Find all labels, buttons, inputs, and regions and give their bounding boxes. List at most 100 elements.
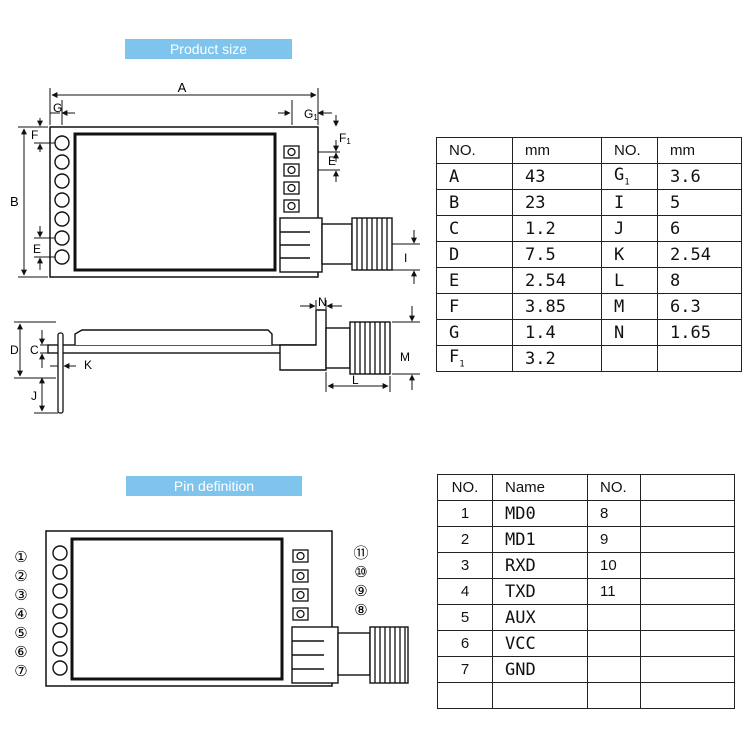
cell-mm: 43 bbox=[512, 163, 602, 190]
cell-no: 2 bbox=[437, 526, 493, 553]
cell-mm2: 1.65 bbox=[657, 319, 742, 346]
pin-table: NO. Name NO. 1 MD0 8 2 MD1 9 3 RXD 10 4 … bbox=[437, 474, 735, 709]
pin-marker-7: ⑦ bbox=[14, 663, 27, 680]
table-row: 1 MD0 8 bbox=[437, 500, 735, 527]
col-mm: mm bbox=[512, 137, 602, 164]
cell-no: B bbox=[436, 189, 513, 216]
cell-mm2: 2.54 bbox=[657, 241, 742, 268]
table-row: 6 VCC bbox=[437, 630, 735, 657]
table-row: C 1.2 J 6 bbox=[436, 215, 742, 242]
side-screen bbox=[74, 329, 273, 345]
table-row: 5 AUX bbox=[437, 604, 735, 631]
pin-marker-3: ③ bbox=[14, 587, 27, 604]
dim-L bbox=[325, 372, 391, 392]
table-row: A 43 G1 3.6 bbox=[436, 163, 742, 190]
dim-C bbox=[39, 330, 48, 368]
cell-no: 1 bbox=[437, 500, 493, 527]
table-row: E 2.54 L 8 bbox=[436, 267, 742, 294]
pin-marker-6: ⑥ bbox=[14, 644, 27, 661]
cell-no: 3 bbox=[437, 552, 493, 579]
cell-name: GND bbox=[492, 656, 588, 683]
cell-mm: 23 bbox=[512, 189, 602, 216]
cell-mm: 1.4 bbox=[512, 319, 602, 346]
cell-no2: K bbox=[601, 241, 658, 268]
label-B: B bbox=[10, 194, 19, 209]
cell-no2: 10 bbox=[587, 552, 641, 579]
col-no2: NO. bbox=[601, 137, 658, 164]
label-F1: F1 bbox=[339, 131, 351, 146]
col-name2 bbox=[640, 474, 735, 501]
cell-no: C bbox=[436, 215, 513, 242]
cell-mm: 3.85 bbox=[512, 293, 602, 320]
pin-right-pads bbox=[292, 549, 309, 621]
cell-name2 bbox=[640, 552, 735, 579]
label-G: G bbox=[53, 101, 62, 115]
cell-name: MD0 bbox=[492, 500, 588, 527]
dim-N bbox=[300, 300, 342, 309]
pin-marker-5: ⑤ bbox=[14, 625, 27, 642]
pin-marker-4: ④ bbox=[14, 606, 27, 623]
pin-marker-8: ⑧ bbox=[354, 602, 367, 619]
dim-J bbox=[34, 377, 58, 414]
cell-name2 bbox=[640, 578, 735, 605]
cell-name: RXD bbox=[492, 552, 588, 579]
cell-no: A bbox=[436, 163, 513, 190]
col-no: NO. bbox=[437, 474, 493, 501]
cell-no2: M bbox=[601, 293, 658, 320]
cell-no: F1 bbox=[436, 345, 513, 372]
cell-no: F bbox=[436, 293, 513, 320]
cell-no2: J bbox=[601, 215, 658, 242]
dim-F bbox=[34, 118, 55, 152]
cell-mm2: 5 bbox=[657, 189, 742, 216]
cell-mm: 1.2 bbox=[512, 215, 602, 242]
cell-no2 bbox=[587, 630, 641, 657]
dim-E-left bbox=[34, 226, 55, 270]
label-E-left: E bbox=[33, 242, 41, 256]
side-pin bbox=[57, 332, 64, 414]
cell-mm2: 8 bbox=[657, 267, 742, 294]
cell-mm: 2.54 bbox=[512, 267, 602, 294]
cell-no2: 8 bbox=[587, 500, 641, 527]
right-pin-pads bbox=[283, 145, 300, 213]
dim-E-right bbox=[318, 140, 340, 182]
product-size-banner: Product size bbox=[125, 39, 292, 59]
table-row: 7 GND bbox=[437, 656, 735, 683]
cell-name2 bbox=[640, 630, 735, 657]
table-row: 2 MD1 9 bbox=[437, 526, 735, 553]
cell-no2: I bbox=[601, 189, 658, 216]
antenna-thread bbox=[356, 218, 388, 270]
label-G1: G1 bbox=[304, 107, 318, 122]
pin-marker-2: ② bbox=[14, 568, 27, 585]
table-row: 4 TXD 11 bbox=[437, 578, 735, 605]
cell-mm: 3.2 bbox=[512, 345, 602, 372]
cell-name: MD1 bbox=[492, 526, 588, 553]
cell-mm2 bbox=[657, 345, 742, 372]
cell-name: AUX bbox=[492, 604, 588, 631]
cell-no: 4 bbox=[437, 578, 493, 605]
cell-no2: L bbox=[601, 267, 658, 294]
col-no: NO. bbox=[436, 137, 513, 164]
top-view-drawing: A G G1 B F E F1 E bbox=[10, 80, 420, 284]
table-row: F 3.85 M 6.3 bbox=[436, 293, 742, 320]
dim-B bbox=[18, 126, 48, 278]
left-pin-markers: ① ② ③ ④ ⑤ ⑥ ⑦ bbox=[14, 549, 27, 680]
label-J: J bbox=[31, 389, 37, 403]
cell-no2 bbox=[587, 656, 641, 683]
cell-mm2: 6 bbox=[657, 215, 742, 242]
cell-no2: G1 bbox=[601, 163, 658, 190]
label-A: A bbox=[178, 80, 187, 95]
pin-marker-9: ⑨ bbox=[354, 583, 367, 600]
cell-name bbox=[492, 682, 588, 709]
cell-name2 bbox=[640, 526, 735, 553]
dim-D bbox=[14, 321, 56, 379]
pin-table-header: NO. Name NO. bbox=[437, 474, 735, 501]
table-row: G 1.4 N 1.65 bbox=[436, 319, 742, 346]
cell-no: 7 bbox=[437, 656, 493, 683]
dim-A bbox=[49, 88, 319, 125]
dim-F1 bbox=[318, 115, 340, 162]
cell-no2 bbox=[587, 682, 641, 709]
label-N: N bbox=[318, 295, 327, 309]
label-E-right: E bbox=[328, 154, 336, 168]
dim-I bbox=[392, 230, 420, 284]
table-row: 3 RXD 10 bbox=[437, 552, 735, 579]
